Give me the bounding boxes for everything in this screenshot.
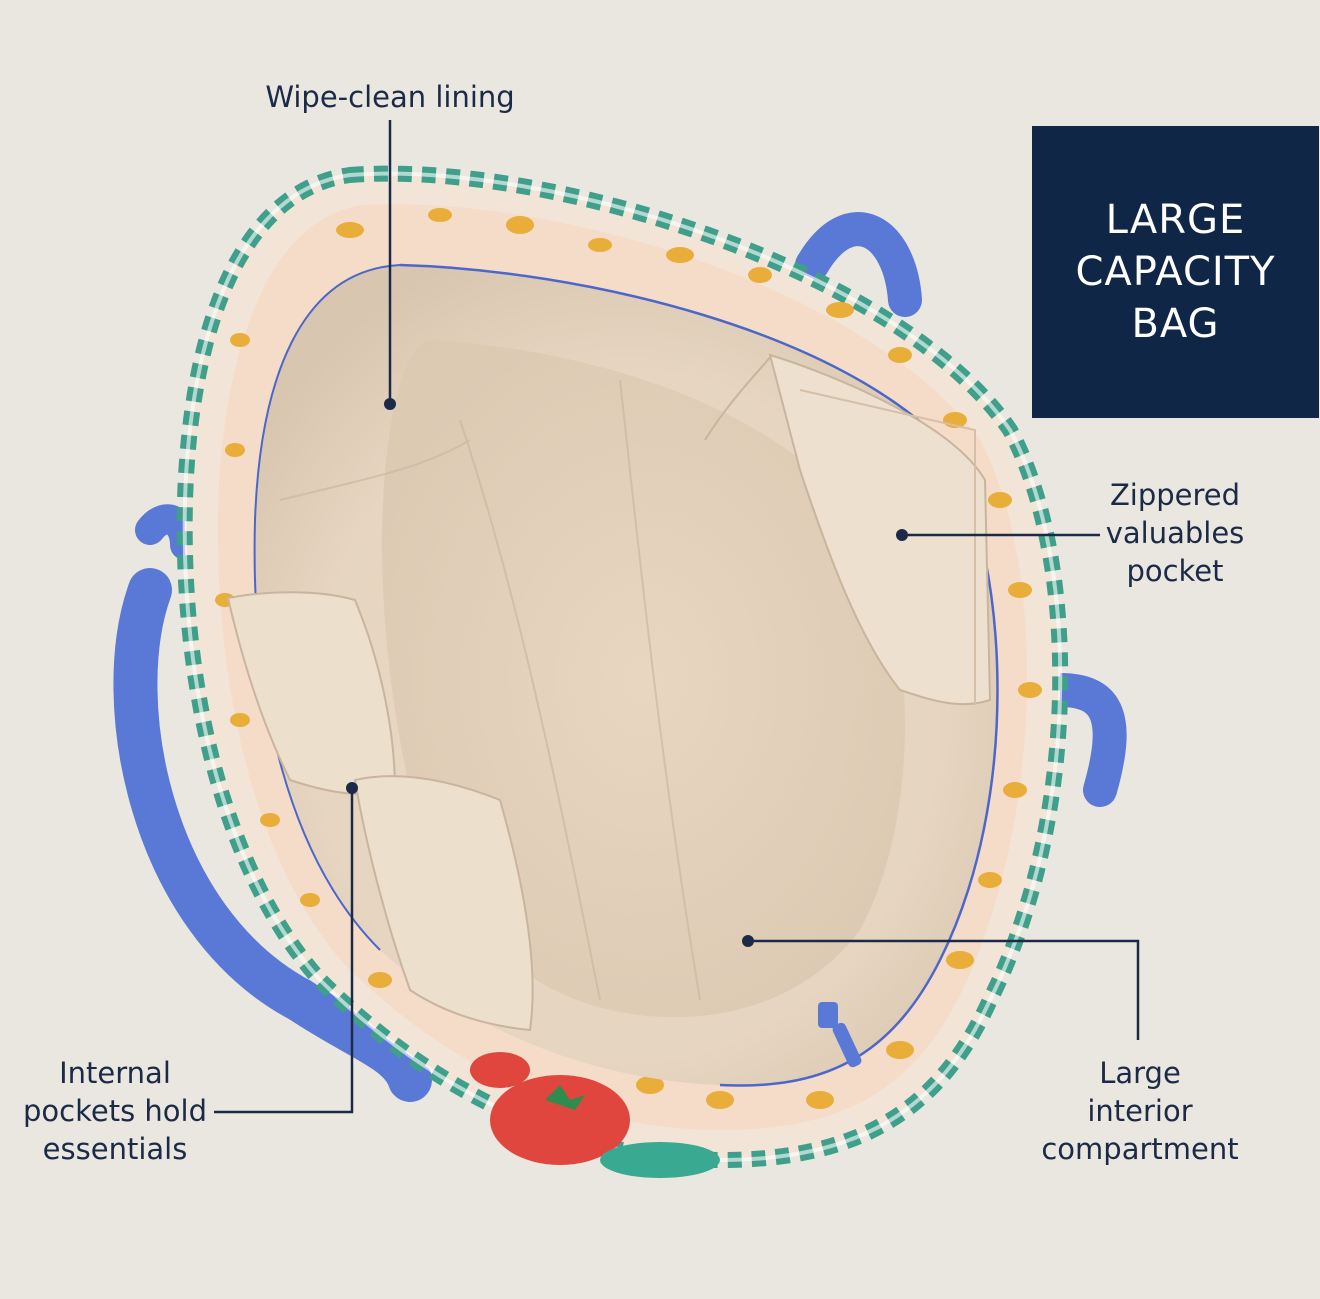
badge-line: CAPACITY bbox=[1075, 249, 1276, 295]
badge-line: LARGE bbox=[1105, 197, 1246, 243]
callout-line: Zippered bbox=[1109, 478, 1241, 512]
callout-line: essentials bbox=[42, 1132, 188, 1166]
callout-label-interior: Large interior compartment bbox=[1040, 1054, 1240, 1168]
badge-line: BAG bbox=[1131, 301, 1220, 347]
tomato-print bbox=[470, 1052, 720, 1178]
bag-straps bbox=[113, 212, 1127, 1102]
callout-dot-zipper-pocket bbox=[896, 529, 908, 541]
callout-line: Internal bbox=[59, 1056, 171, 1090]
capacity-badge: LARGE CAPACITY BAG bbox=[1032, 126, 1319, 418]
callout-line: Large bbox=[1099, 1056, 1181, 1090]
internal-pocket-lower bbox=[353, 775, 534, 1032]
callout-line: valuables bbox=[1105, 516, 1245, 550]
callout-label-internal-pockets: Internal pockets hold essentials bbox=[20, 1054, 210, 1168]
callout-label-zipper-pocket: Zippered valuables pocket bbox=[1090, 476, 1260, 590]
callout-line: compartment bbox=[1041, 1132, 1239, 1166]
callout-line: pockets hold bbox=[23, 1094, 207, 1128]
zipper-pull-icon bbox=[818, 1002, 862, 1068]
callout-line: Wipe-clean lining bbox=[265, 80, 515, 114]
zippered-pocket bbox=[768, 353, 992, 706]
callout-dot-internal-pockets bbox=[346, 782, 358, 794]
callout-lines bbox=[214, 120, 1140, 1114]
callout-dot-lining bbox=[384, 398, 396, 410]
callout-dot-interior bbox=[742, 935, 754, 947]
callout-line: interior bbox=[1087, 1094, 1193, 1128]
pasta-pattern bbox=[215, 208, 1042, 1109]
callout-line: pocket bbox=[1126, 554, 1224, 588]
callout-label-lining: Wipe-clean lining bbox=[250, 78, 530, 116]
